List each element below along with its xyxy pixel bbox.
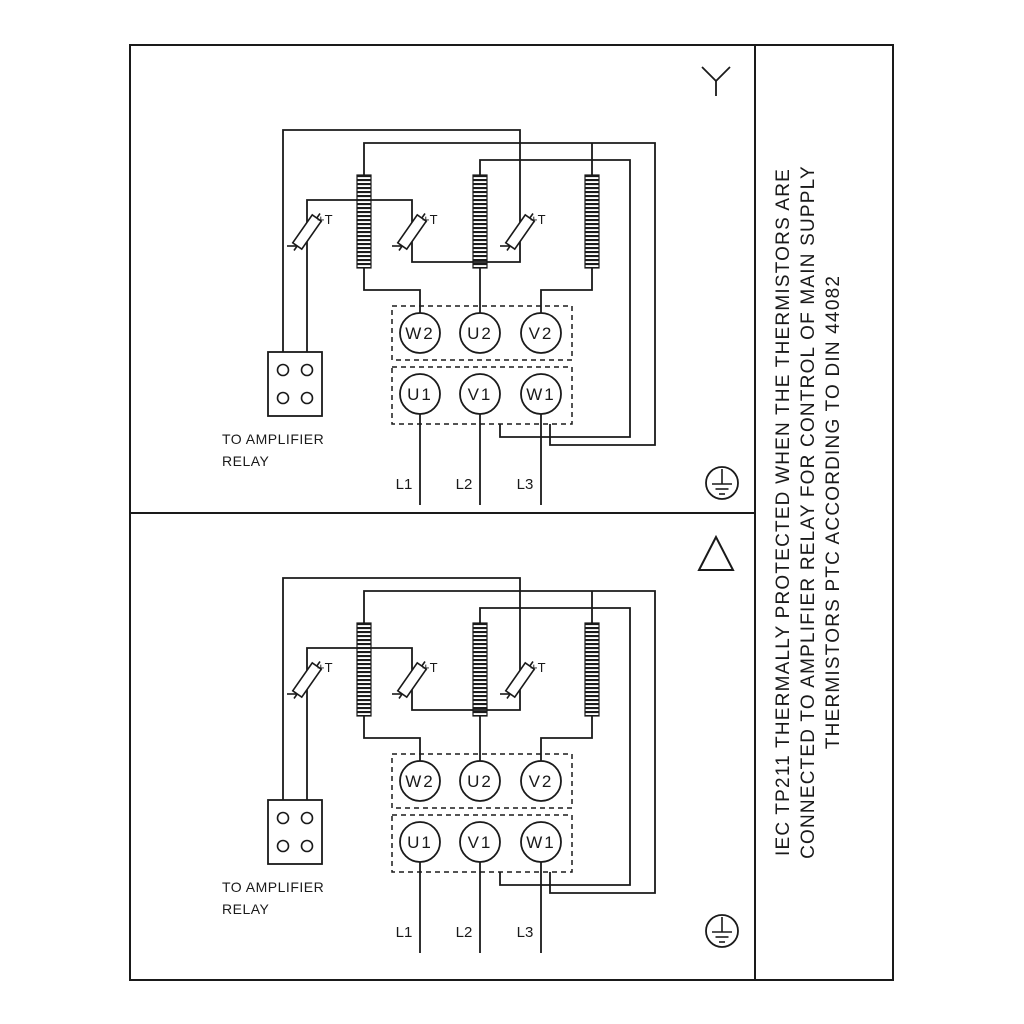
- terminal-v1-label: V1: [468, 385, 493, 404]
- ground-icon: [705, 914, 739, 948]
- thermistor-label-1: +T: [317, 660, 333, 675]
- motor-winding-coil-2: [472, 174, 488, 269]
- thermistor-label-2: +T: [422, 660, 438, 675]
- winding1-link-wire: [363, 590, 656, 894]
- winding1-link-wire: [363, 142, 656, 446]
- terminal-v1-label: V1: [468, 833, 493, 852]
- side-note: IEC TP211 THERMALLY PROTECTED WHEN THE T…: [773, 165, 844, 859]
- amplifier-relay-box: [267, 351, 323, 417]
- relay-caption-line2: RELAY: [222, 453, 270, 469]
- supply-label-l2: L2: [456, 924, 473, 941]
- motor-winding-coil-1: [356, 174, 372, 269]
- ground-icon: [705, 466, 739, 500]
- supply-label-l2: L2: [456, 476, 473, 493]
- supply-label-l3: L3: [517, 476, 534, 493]
- terminal-v2-label: V2: [529, 772, 554, 791]
- terminal-block-bottom-outline: [391, 366, 573, 425]
- winding3-bottom-wire: [540, 716, 593, 761]
- terminal-w2-label: W2: [405, 772, 435, 791]
- terminal-block-bottom-outline: [391, 814, 573, 873]
- motor-winding-coil-3: [584, 622, 600, 717]
- motor-winding-coil-2: [472, 622, 488, 717]
- terminal-block-top-outline: [391, 305, 573, 361]
- side-note-line-3: THERMISTORS PTC ACCORDING TO DIN 44082: [823, 275, 844, 749]
- terminal-w1-label: W1: [526, 833, 556, 852]
- motor-winding-coil-1: [356, 622, 372, 717]
- terminal-block-top-outline: [391, 753, 573, 809]
- winding1-bottom-wire: [363, 268, 421, 313]
- thermistor-label-3: +T: [530, 212, 546, 227]
- winding2-link-wire: [479, 607, 631, 886]
- supply-label-l1: L1: [396, 476, 413, 493]
- relay-caption-line1: TO AMPLIFIER: [222, 879, 324, 895]
- terminal-u2-label: U2: [467, 772, 493, 791]
- thermistor-label-1: +T: [317, 212, 333, 227]
- delta-symbol-icon: [697, 534, 735, 571]
- thermistor-label-2: +T: [422, 212, 438, 227]
- winding1-bottom-wire: [363, 716, 421, 761]
- terminal-w1-label: W1: [526, 385, 556, 404]
- terminal-u2-label: U2: [467, 324, 493, 343]
- side-note-line-2: CONNECTED TO AMPLIFIER RELAY FOR CONTROL…: [798, 165, 819, 859]
- relay-caption-line2: RELAY: [222, 901, 270, 917]
- terminal-u1-label: U1: [407, 833, 433, 852]
- panel-delta: +T +T +T W2 U2 V2 U1 V1 W1 L1 L2 L3 TO A…: [222, 577, 739, 953]
- winding3-bottom-wire: [540, 268, 593, 313]
- thermistor-circuit-wire: [282, 577, 521, 800]
- thermistor-label-3: +T: [530, 660, 546, 675]
- terminal-w2-label: W2: [405, 324, 435, 343]
- star-symbol-icon: [701, 66, 731, 96]
- motor-winding-coil-3: [584, 174, 600, 269]
- terminal-u1-label: U1: [407, 385, 433, 404]
- panel-star: +T +T +T W2 U2 V2 U1 V1 W1 L1 L2 L3 TO A…: [222, 129, 739, 505]
- thermistor-circuit-wire: [282, 129, 521, 352]
- relay-caption-line1: TO AMPLIFIER: [222, 431, 324, 447]
- supply-label-l1: L1: [396, 924, 413, 941]
- side-note-line-1: IEC TP211 THERMALLY PROTECTED WHEN THE T…: [773, 168, 794, 856]
- winding2-link-wire: [479, 159, 631, 438]
- terminal-v2-label: V2: [529, 324, 554, 343]
- supply-label-l3: L3: [517, 924, 534, 941]
- amplifier-relay-box: [267, 799, 323, 865]
